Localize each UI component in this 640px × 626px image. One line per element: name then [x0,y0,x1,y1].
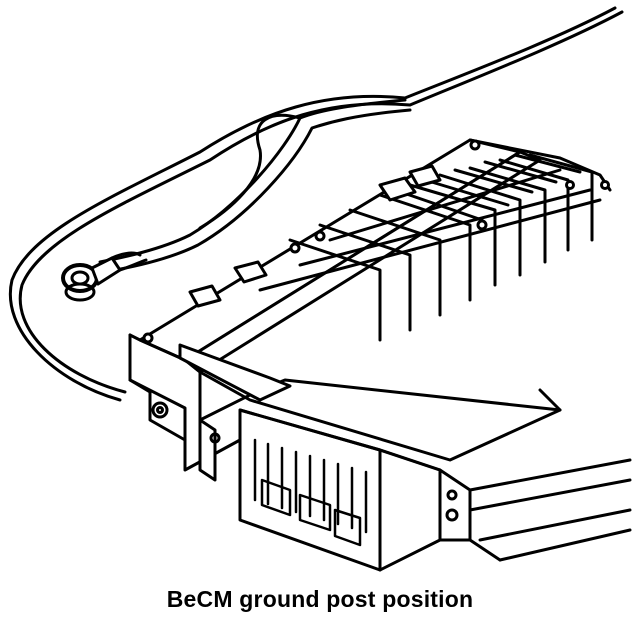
ground-post-terminal [61,251,148,302]
ground-cable [8,6,624,402]
connector-slots [253,438,368,547]
connector-fins [288,153,594,342]
diagram-caption: BeCM ground post position [166,586,474,612]
becm-unit [128,138,632,572]
